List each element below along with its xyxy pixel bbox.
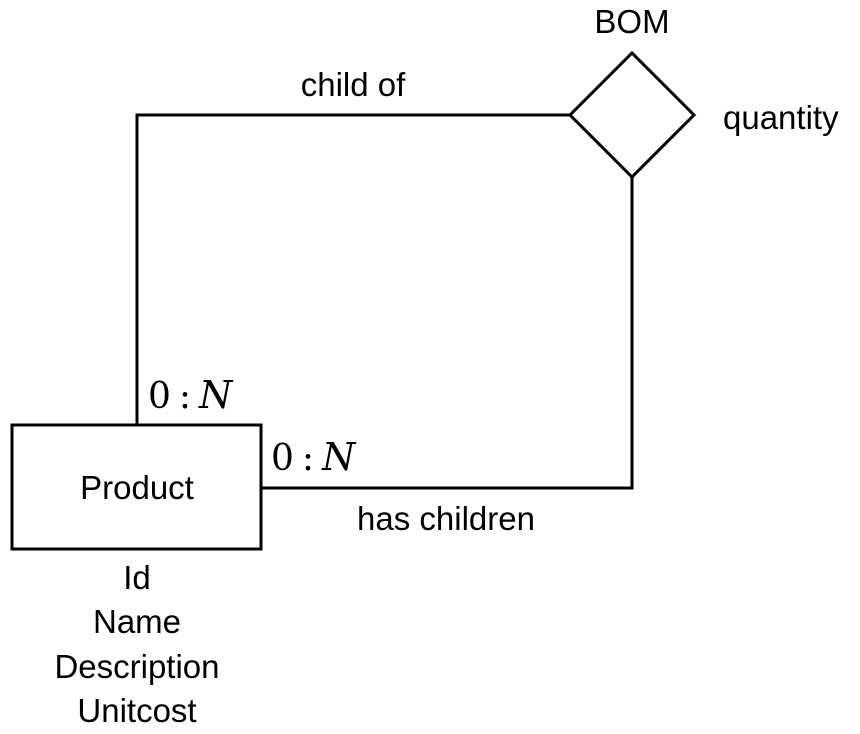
product-entity-box[interactable] <box>10 423 263 551</box>
entity-attribute-description: Description <box>54 648 219 685</box>
role-label-top: child of <box>301 66 406 103</box>
cardinality-top: 0:N <box>148 373 234 417</box>
cardinality-bottom: 0:N <box>271 435 357 479</box>
relationship-attribute: quantity <box>723 99 839 136</box>
role-label-bottom: has children <box>357 500 535 537</box>
relationship-name: BOM <box>594 3 669 40</box>
has-children-connector <box>261 177 634 490</box>
bom-relationship-diamond[interactable] <box>567 50 697 180</box>
child-of-connector <box>135 113 570 425</box>
entity-name: Product <box>80 469 194 506</box>
entity-attribute-id: Id <box>123 559 151 596</box>
entity-attribute-unitcost: Unitcost <box>77 692 196 729</box>
entity-attribute-name: Name <box>93 603 181 640</box>
